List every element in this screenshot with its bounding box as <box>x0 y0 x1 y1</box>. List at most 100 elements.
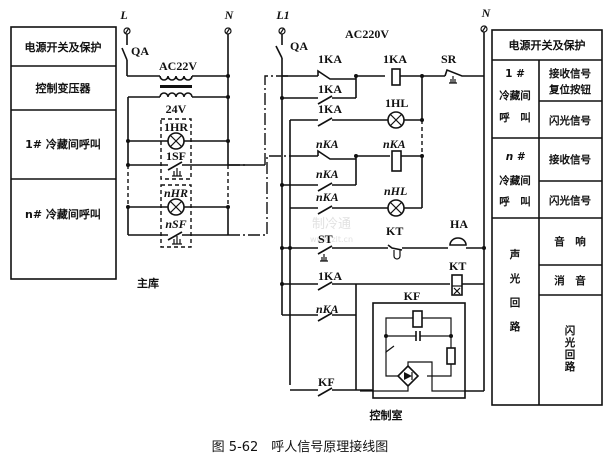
group1-item-reset: 复位按钮 <box>548 83 591 96</box>
kf-flasher-box <box>372 302 466 399</box>
kf-internal-circuit <box>360 310 465 392</box>
hl1-label: 1HL <box>385 96 408 110</box>
ka1-nc-label: 1KA <box>318 52 342 66</box>
kt-contact-label: KT <box>386 224 403 238</box>
kf-rectifier-bridge-icon <box>396 364 420 388</box>
right-function-table: 电源开关及保护 1 # 冷藏间 呼 叫 接收信号 复位按钮 闪光信号 n # 冷… <box>491 29 603 406</box>
sf1-button-icon <box>167 161 183 171</box>
hrn-label: nHR <box>164 186 188 200</box>
group1-item-flash: 闪光信号 <box>549 114 591 127</box>
hln-label: nHL <box>384 184 407 198</box>
flash-circuit-label-4: 路 <box>565 360 576 373</box>
st-button-icon <box>317 245 333 255</box>
kf-box-label: KF <box>404 289 421 303</box>
qa-left-switch-icon <box>121 47 128 61</box>
group1-label-1: 1 # <box>505 68 525 80</box>
kan-coil-icon <box>391 150 402 172</box>
kf-relay-coil-icon <box>412 310 423 328</box>
ka1-kt-contact-icon <box>317 281 333 291</box>
sf1-label: 1SF <box>166 149 186 163</box>
watermark-url: www.zlt.cn <box>310 235 353 244</box>
control-room-label: 控制室 <box>370 408 403 422</box>
kan-nc-contact-icon <box>317 149 356 160</box>
left-row-roomn: n# 冷藏间呼叫 <box>25 207 101 221</box>
sr-label: SR <box>441 52 457 66</box>
ka1-coil-icon <box>391 68 401 86</box>
ha-label: HA <box>450 217 468 231</box>
main-store-circuit: L QA AC22V 24V N 1HR <box>119 8 265 290</box>
group1-item-receive: 接收信号 <box>549 67 591 80</box>
ka1-nc-contact-icon <box>317 69 356 80</box>
ka1-hold-contact-icon <box>317 95 333 105</box>
watermark-text: 制冷通 <box>312 217 351 232</box>
sfn-button-icon <box>167 231 183 241</box>
sr-button-icon <box>444 68 484 77</box>
st-label: ST <box>318 232 333 246</box>
flash-circuit-label-3: 回 <box>565 349 576 361</box>
hr1-label: 1HR <box>164 120 188 134</box>
left-function-table: 电源开关及保护 控制变压器 1# 冷藏间呼叫 n# 冷藏间呼叫 <box>10 26 117 280</box>
kf-contact-label: KF <box>318 375 335 389</box>
sound-light-label-2: 光 <box>509 272 521 285</box>
main-store-label: 主库 <box>137 276 159 290</box>
group1-label-2: 冷藏间 <box>499 89 531 102</box>
hln-lamp-icon <box>387 199 405 217</box>
terminal-L-label: L <box>119 8 127 22</box>
ka1-lamp-contact-label: 1KA <box>318 102 342 116</box>
groupn-item-flash: 闪光信号 <box>549 194 591 207</box>
qa-right-switch-icon <box>275 45 283 59</box>
kan-lamp-contact-label: nKA <box>316 190 339 204</box>
sound-light-label-1: 声 <box>509 248 521 261</box>
kan-kt-label: nKA <box>316 302 339 316</box>
groupn-item-receive: 接收信号 <box>549 153 591 166</box>
ka1-hold-label: 1KA <box>318 82 342 96</box>
kan-lamp-contact-icon <box>317 205 333 215</box>
hr1-lamp-icon <box>167 132 185 150</box>
figure-caption: 图 5-62 呼人信号原理接线图 <box>212 439 389 455</box>
left-row-room1: 1# 冷藏间呼叫 <box>25 137 101 151</box>
ha-buzzer-icon <box>449 237 467 246</box>
terminal-N-left-label: N <box>224 8 235 22</box>
interconnect-lines <box>228 75 290 236</box>
hrn-lamp-icon <box>167 198 185 216</box>
sound-item-silence: 消 音 <box>554 274 586 287</box>
right-table-header: 电源开关及保护 <box>509 38 586 52</box>
room1-call-box <box>160 118 192 180</box>
left-row-power: 电源开关及保护 <box>25 40 102 54</box>
supply-voltage-label: AC220V <box>345 27 389 41</box>
groupn-label-3: 呼 叫 <box>499 195 531 208</box>
sound-light-label-4: 路 <box>510 320 521 333</box>
ka1-kt-label: 1KA <box>318 269 342 283</box>
transformer-icon <box>159 75 193 98</box>
control-room-circuit: L1 QA AC220V 1KA 1KA SR 1KA 1KA <box>275 6 492 422</box>
kf-contact-icon <box>317 387 333 397</box>
qa-right-label: QA <box>290 39 308 53</box>
sound-light-label-3: 回 <box>510 297 521 309</box>
kan-hold-label: nKA <box>316 167 339 181</box>
flash-circuit-label-1: 闪 <box>565 324 576 337</box>
group1-label-3: 呼 叫 <box>499 111 531 124</box>
kan-kt-contact-icon <box>317 312 333 322</box>
left-table-frame <box>10 26 117 280</box>
kan-coil-label: nKA <box>383 137 406 151</box>
ka1-coil-label: 1KA <box>383 52 407 66</box>
terminal-L1-label: L1 <box>275 8 289 22</box>
kan-hold-contact-icon <box>317 182 333 192</box>
sound-item-alarm: 音 响 <box>554 235 586 248</box>
ka1-lamp-contact-icon <box>317 117 333 127</box>
kan-nc-label: nKA <box>316 137 339 151</box>
qa-left-label: QA <box>131 44 149 58</box>
left-row-transformer: 控制变压器 <box>36 81 92 95</box>
kt-contact-icon <box>387 244 403 251</box>
flash-circuit-label-2: 光 <box>564 336 576 349</box>
terminal-N-right-label: N <box>481 6 492 20</box>
transformer-secondary-label: 24V <box>166 102 187 116</box>
kf-resistor-icon <box>446 347 456 365</box>
transformer-primary-label: AC22V <box>159 59 197 73</box>
kt-coil-icon <box>451 274 463 296</box>
sfn-label: nSF <box>165 217 186 231</box>
kt-coil-label: KT <box>449 259 466 273</box>
groupn-label-2: 冷藏间 <box>499 174 531 187</box>
groupn-label-1: n # <box>506 151 526 163</box>
